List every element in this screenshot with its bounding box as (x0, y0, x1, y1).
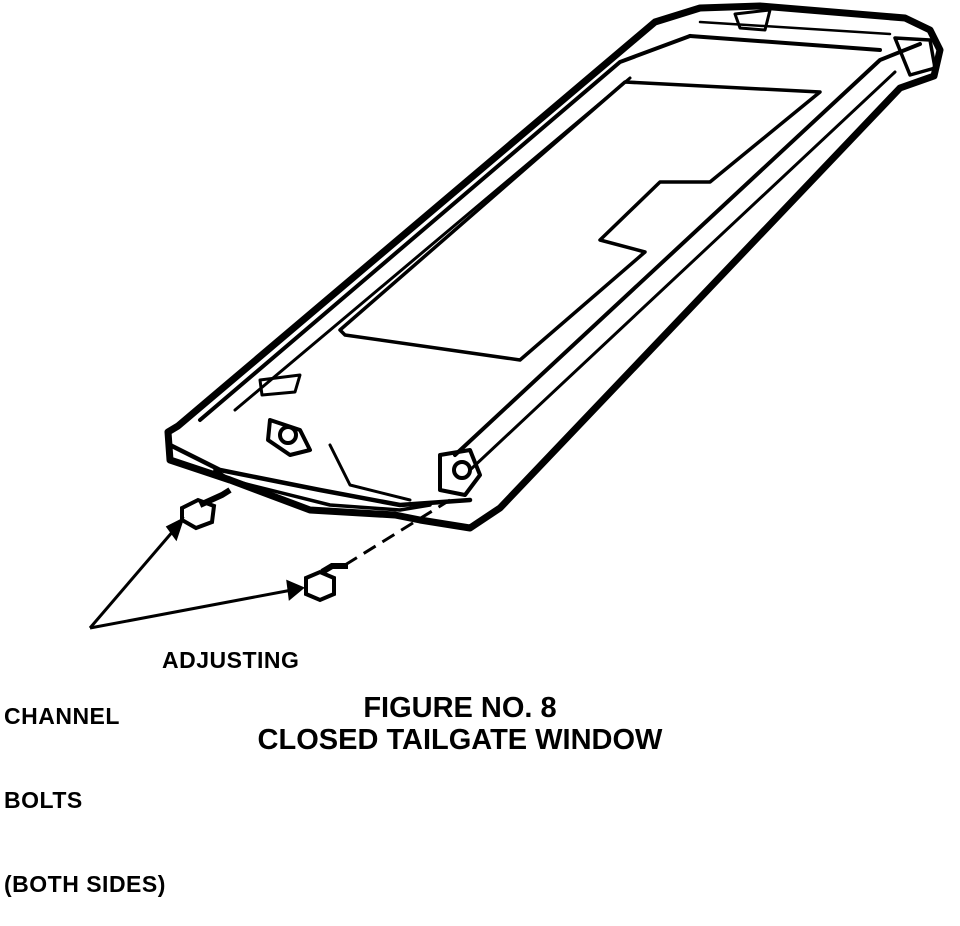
channel-bolt (180, 487, 232, 531)
tailgate-window-diagram (88, 2, 944, 630)
channel-bolts-line-1: CHANNEL (4, 703, 120, 729)
frame-rail-right-inner (468, 70, 897, 472)
frame-rail-left (198, 34, 692, 422)
bottom-channel (328, 443, 412, 502)
bottom-panel (167, 442, 473, 508)
frame-rail-right (453, 42, 922, 457)
leader-to-channel-bolt (88, 529, 176, 629)
leader-to-adjusting-bolt (89, 588, 293, 630)
top-corner-detail (733, 8, 772, 32)
adjusting-label: ADJUSTING (162, 647, 300, 673)
corner-bracket-top (893, 36, 937, 77)
adjusting-bolt (304, 563, 348, 603)
channel-bolts-line-3: (BOTH SIDES) (4, 871, 166, 897)
frame-top-rail (688, 34, 882, 52)
window-frame-outer (164, 2, 944, 532)
leader-arrows (88, 517, 305, 630)
side-ledge (258, 373, 302, 397)
bottom-lip (213, 468, 432, 512)
latch-bolt (452, 460, 472, 480)
glass-panel (338, 80, 822, 362)
arrowhead-channel-bolt (165, 517, 185, 542)
tailgate-window (164, 2, 944, 532)
arrowhead-adjusting-bolt (286, 579, 305, 601)
channel-bolts-line-2: BOLTS (4, 787, 83, 813)
figure-title: CLOSED TAILGATE WINDOW (257, 724, 663, 756)
hinge-bolt (278, 425, 298, 445)
channel-bolts-label: CHANNEL BOLTS (BOTH SIDES) (4, 646, 166, 926)
latch-bracket (438, 448, 482, 497)
figure-number: FIGURE NO. 8 (363, 692, 557, 724)
frame-top-inner (698, 20, 892, 36)
